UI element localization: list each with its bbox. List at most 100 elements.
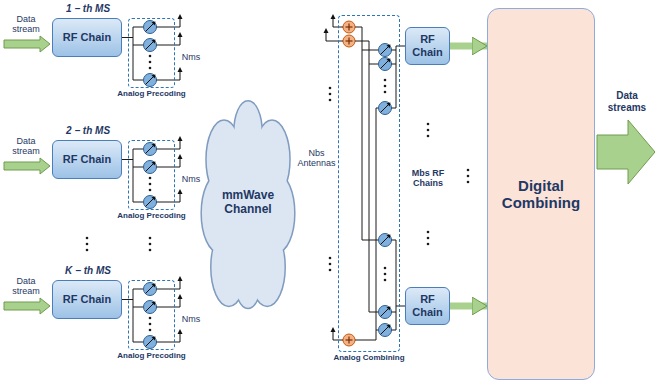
ellipsis-dot <box>329 93 332 96</box>
ellipsis-dot <box>467 169 470 172</box>
antenna-count-label: Nms <box>181 314 201 324</box>
ellipsis-dot <box>427 243 430 246</box>
ellipsis-dot <box>149 183 152 186</box>
combiner-bus <box>369 41 370 312</box>
ellipsis-dot <box>149 189 152 192</box>
antenna-symbol <box>331 327 336 340</box>
rf-chain-box: RF Chain <box>405 287 450 325</box>
precoder-branch <box>133 289 144 290</box>
ellipsis-dot <box>384 267 387 270</box>
node-text: Analog Precoding <box>115 89 188 98</box>
adder-symbol <box>343 334 355 346</box>
ellipsis-dot <box>384 279 387 282</box>
antenna-count-label: Nms <box>181 52 201 62</box>
antenna-symbol <box>178 329 183 342</box>
combiner-branch <box>362 240 379 241</box>
rf-chain-box: RF Chain <box>52 140 122 179</box>
precoder-bus <box>133 27 134 80</box>
ellipsis-dot <box>384 79 387 82</box>
ellipsis-dot <box>149 177 152 180</box>
ellipsis-dot <box>149 243 152 246</box>
node-text: Analog Precoding <box>115 351 188 360</box>
data-stream-arrow <box>4 158 50 174</box>
ellipsis-dot <box>86 249 89 252</box>
antenna-count-label: Nbs Antennas <box>296 148 337 169</box>
wire <box>355 340 376 341</box>
node-text: mmWave Channel <box>200 189 296 217</box>
ellipsis-dot <box>329 257 332 260</box>
antenna-feed <box>157 307 181 308</box>
precoder-branch <box>133 80 144 81</box>
output-label: Data streams <box>597 90 657 113</box>
antenna-feed <box>157 80 181 81</box>
ellipsis-dot <box>467 175 470 178</box>
combiner-branch <box>392 330 397 331</box>
antenna-feed <box>326 41 343 42</box>
node-text: RF Chain <box>406 33 449 58</box>
ellipsis-dot <box>427 237 430 240</box>
combiner-branch <box>392 312 397 313</box>
antenna-feed <box>157 167 181 168</box>
combiner-branch <box>392 108 397 109</box>
phase-shifter-symbol <box>144 196 157 209</box>
phase-shifter-symbol <box>379 58 392 71</box>
node-text: RF Chain <box>60 153 114 166</box>
precoder-bus <box>133 289 134 342</box>
ellipsis-dot <box>149 61 152 64</box>
antenna-symbol <box>178 154 183 167</box>
ellipsis-dot <box>427 123 430 126</box>
ellipsis-dot <box>149 323 152 326</box>
rf-collector <box>396 46 397 108</box>
combiner-branch <box>392 240 397 241</box>
rf-chain-box: RF Chain <box>52 18 122 57</box>
phase-shifter-symbol <box>379 306 392 319</box>
phase-shifter-symbol <box>144 336 157 349</box>
antenna-symbol <box>178 67 183 80</box>
antenna-feed <box>157 149 181 150</box>
phase-shifter-symbol <box>144 39 157 52</box>
data-stream-label: Data stream <box>2 276 50 297</box>
combiner-branch <box>362 50 379 51</box>
combiner-bus <box>362 27 363 240</box>
ellipsis-dot <box>149 55 152 58</box>
adder-symbol <box>343 21 355 33</box>
node-text: RF Chain <box>60 293 114 306</box>
combiner-branch <box>392 64 397 65</box>
ellipsis-dot <box>384 273 387 276</box>
data-stream-label: Data stream <box>2 136 50 157</box>
phase-shifter-symbol <box>144 283 157 296</box>
ellipsis-dot <box>329 269 332 272</box>
phase-shifter-symbol <box>379 44 392 57</box>
data-stream-arrow <box>4 298 50 314</box>
signal-arrow <box>450 303 487 310</box>
wire <box>355 41 369 42</box>
phase-shifter-symbol <box>379 324 392 337</box>
node-text: Digital Combining <box>488 177 594 212</box>
ellipsis-dot <box>467 181 470 184</box>
antenna-symbol <box>178 136 183 149</box>
ellipsis-dot <box>149 329 152 332</box>
antenna-symbol <box>324 28 329 41</box>
phase-shifter-symbol <box>144 161 157 174</box>
antenna-feed <box>157 342 181 343</box>
precoder-branch <box>133 342 144 343</box>
phase-shifter-symbol <box>144 301 157 314</box>
antenna-symbol <box>178 32 183 45</box>
node-text: Analog Combining <box>325 353 413 362</box>
ellipsis-dot <box>149 237 152 240</box>
analog-combining-box: Analog Combining <box>338 15 400 352</box>
antenna-feed <box>157 289 181 290</box>
ellipsis-dot <box>86 243 89 246</box>
precoder-branch <box>133 149 144 150</box>
combiner-branch <box>392 50 397 51</box>
rf-chain-box: RF Chain <box>52 280 122 319</box>
ellipsis-dot <box>329 99 332 102</box>
precoder-branch <box>133 167 144 168</box>
node-text: RF Chain <box>60 31 114 44</box>
ellipsis-dot <box>427 231 430 234</box>
station-label: 1 − th MS <box>50 3 126 15</box>
ellipsis-dot <box>149 317 152 320</box>
wire <box>355 27 362 28</box>
ellipsis-dot <box>149 249 152 252</box>
